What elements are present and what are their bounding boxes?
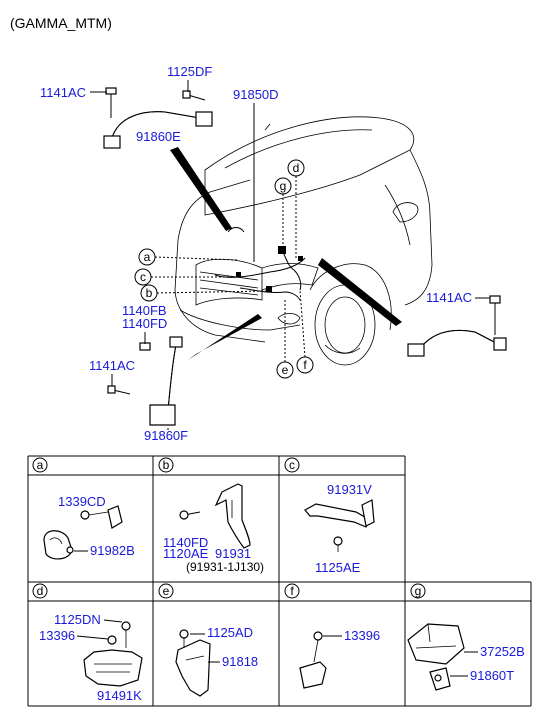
label-91491k: 91491K bbox=[97, 688, 142, 703]
cable-91860f bbox=[107, 336, 183, 426]
part-91818-bracket bbox=[175, 629, 211, 697]
callout-c: c bbox=[134, 268, 236, 286]
label-1339cd: 1339CD bbox=[58, 494, 106, 509]
label-1140fd-b: 1140FD bbox=[163, 535, 208, 550]
cable-wedge-left bbox=[188, 314, 262, 360]
callout-d: d bbox=[287, 159, 305, 258]
cell-header-e: e bbox=[158, 583, 174, 599]
svg-text:e: e bbox=[163, 584, 170, 598]
cell-header-g: g bbox=[410, 583, 426, 599]
svg-text:f: f bbox=[290, 584, 294, 598]
label-1125ad: 1125AD bbox=[207, 625, 253, 640]
svg-text:a: a bbox=[144, 250, 151, 264]
svg-text:b: b bbox=[163, 458, 170, 472]
svg-text:g: g bbox=[415, 584, 422, 598]
callout-a: a bbox=[138, 248, 239, 266]
svg-text:c: c bbox=[289, 458, 295, 472]
part-91982b-drawing bbox=[43, 505, 123, 560]
cable-91860e bbox=[103, 87, 213, 149]
label-37252b: 37252B bbox=[480, 644, 525, 659]
svg-text:d: d bbox=[37, 584, 44, 598]
label-1125ae: 1125AE bbox=[315, 560, 361, 575]
car-front-illustration bbox=[174, 116, 433, 366]
label-91982b: 91982B bbox=[90, 543, 135, 558]
label-91818: 91818 bbox=[222, 654, 258, 669]
label-1120ae: 1120AE bbox=[163, 546, 209, 561]
label-13396-f: 13396 bbox=[344, 628, 380, 643]
diagram-title: (GAMMA_MTM) bbox=[10, 15, 112, 31]
part-91931v-bracket bbox=[304, 499, 375, 552]
label-91860t: 91860T bbox=[470, 668, 514, 683]
cell-header-f: f bbox=[284, 583, 300, 599]
callout-g: g bbox=[274, 177, 292, 246]
callout-b: b bbox=[140, 284, 267, 302]
label-13396-d: 13396 bbox=[39, 628, 75, 643]
label-1125dn: 1125DN bbox=[54, 612, 101, 627]
label-1141ac-top: 1141AC bbox=[40, 85, 86, 100]
svg-text:e: e bbox=[282, 363, 289, 377]
svg-text:d: d bbox=[293, 161, 300, 175]
label-1125df: 1125DF bbox=[167, 64, 212, 79]
label-91931: 91931 bbox=[215, 546, 251, 561]
label-91850d: 91850D bbox=[233, 87, 279, 102]
cell-header-b: b bbox=[158, 457, 174, 473]
part-91931-bracket bbox=[179, 483, 251, 549]
label-1141ac-right: 1141AC bbox=[426, 290, 472, 305]
label-1140fb: 1140FB bbox=[122, 303, 167, 318]
part-37252b-sensor bbox=[407, 623, 465, 691]
label-91860f: 91860F bbox=[144, 428, 188, 443]
label-91860e: 91860E bbox=[136, 129, 181, 144]
cell-header-c: c bbox=[284, 457, 300, 473]
svg-text:g: g bbox=[280, 179, 287, 193]
part-13396-nut-bracket bbox=[299, 631, 327, 689]
cell-header-d: d bbox=[32, 583, 48, 599]
callout-e: e bbox=[276, 300, 294, 379]
cell-header-a: a bbox=[32, 457, 48, 473]
label-1141ac-left: 1141AC bbox=[89, 358, 135, 373]
svg-text:b: b bbox=[146, 286, 153, 300]
cable-right bbox=[407, 295, 507, 357]
svg-text:c: c bbox=[140, 270, 146, 284]
cable-wedge-right bbox=[318, 258, 402, 326]
label-1140fd: 1140FD bbox=[122, 316, 167, 331]
part-91491k-protector bbox=[83, 621, 143, 687]
svg-text:f: f bbox=[303, 358, 307, 372]
detail-table bbox=[27, 455, 532, 707]
cable-wedge-top bbox=[170, 147, 232, 231]
svg-text:a: a bbox=[37, 458, 44, 472]
callout-f: f bbox=[296, 289, 314, 374]
label-91931-1j130: (91931-1J130) bbox=[186, 560, 264, 574]
label-91931v: 91931V bbox=[327, 482, 372, 497]
